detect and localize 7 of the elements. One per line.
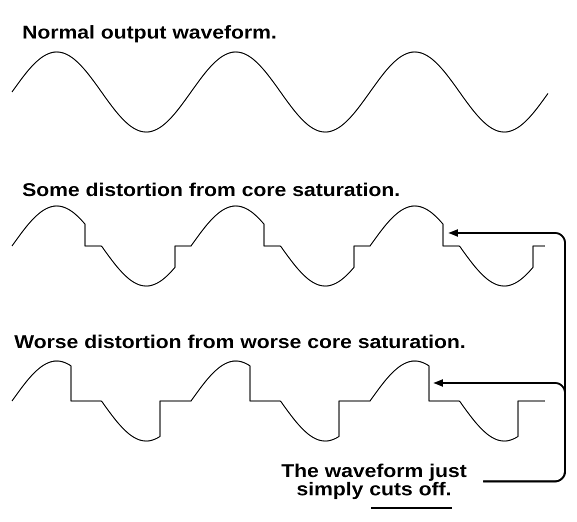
waveform	[12, 205, 545, 287]
heading: Worse distortion from worse core saturation.	[14, 334, 464, 348]
heading: Some distortion from core saturation.	[22, 182, 399, 196]
waveform	[12, 360, 545, 442]
heading: Normal output waveform.	[24, 25, 276, 42]
annotation-text: The waveform just simply cuts off.	[282, 464, 466, 500]
waveform	[12, 51, 548, 133]
